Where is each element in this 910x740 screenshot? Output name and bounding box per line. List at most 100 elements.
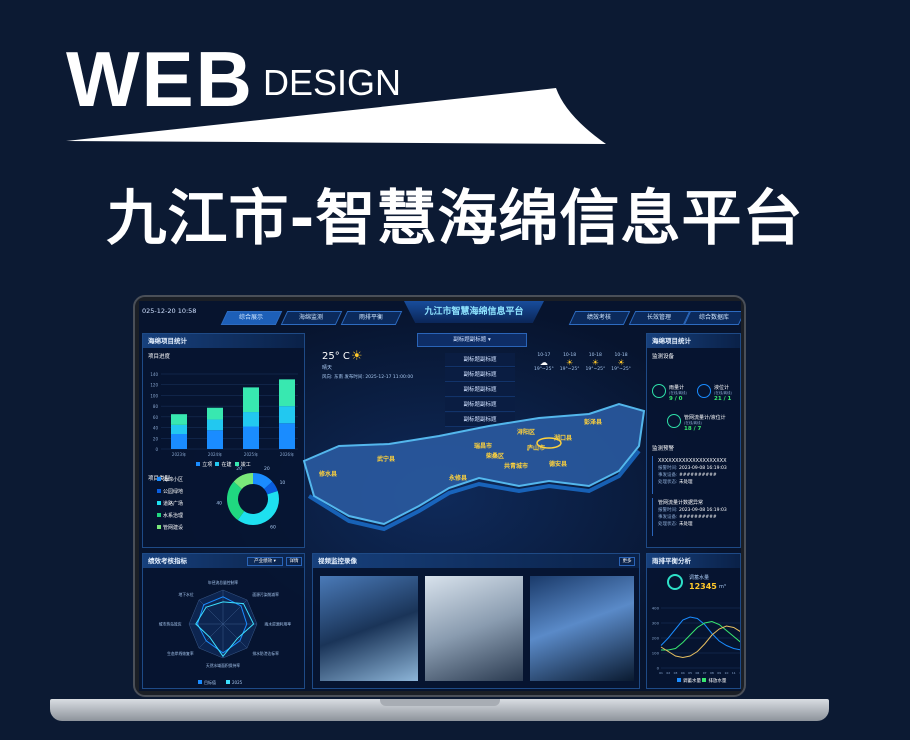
- radar-axis-label: 排水防涝达标率: [252, 651, 279, 656]
- line-legend: 调蓄水量 排放水量: [677, 678, 726, 684]
- y-tick-label: 0: [155, 447, 158, 452]
- video-panel: 视频监控录像 更多: [312, 553, 640, 689]
- swoosh-decoration: [66, 88, 606, 144]
- legend-swatch: [226, 680, 230, 684]
- dropdown-option[interactable]: 副标题副标题: [445, 368, 515, 382]
- line-chart: 0100200300400010203040506070809101112: [652, 606, 740, 675]
- panel-title: 海绵项目统计: [143, 334, 304, 348]
- donut-value-label: 10: [280, 480, 286, 486]
- radar-axis: [222, 623, 248, 649]
- map-label: 湖口县: [554, 435, 573, 442]
- donut-legend-item: 水系治理: [157, 510, 183, 522]
- tab-overview[interactable]: 综合展示: [220, 311, 283, 325]
- tab-database[interactable]: 综合数据库: [683, 311, 741, 325]
- region-dropdown[interactable]: 副标题副标题 ▾: [417, 333, 527, 347]
- legend-label: 调蓄水量: [683, 679, 701, 684]
- radar-axis-label: 天然水域面积保持率: [206, 663, 240, 668]
- bar-segment: [207, 430, 223, 449]
- forecast-day: 10-18☀19°~25°: [559, 353, 580, 372]
- legend-label: 在建: [221, 462, 232, 468]
- more-button[interactable]: 更多: [619, 557, 635, 566]
- device-stat: 液位计(在线/离线)21 / 1: [697, 384, 732, 402]
- panel-title: 雨排平衡分析: [647, 554, 740, 568]
- radar-axis: [198, 599, 224, 625]
- radar-axis-label: 生态岸线恢复率: [167, 651, 194, 656]
- map-label: 柴桑区: [486, 453, 505, 460]
- dropdown-option[interactable]: 副标题副标题: [445, 353, 515, 367]
- y-tick-label: 200: [652, 636, 660, 641]
- forecast-day: 10-18☀19°~25°: [585, 353, 606, 372]
- stat-label: 调蓄水量: [689, 575, 710, 581]
- dashboard-screen: 025-12-20 10:58 综合展示 海绵监测 雨排平衡 九江市智慧海绵信息…: [139, 301, 741, 691]
- radar-series: [195, 601, 255, 658]
- video-feed-1[interactable]: [320, 576, 418, 681]
- x-tick-label: 2023年: [172, 451, 186, 457]
- bar-segment: [279, 423, 295, 449]
- tab-monitoring[interactable]: 海绵监测: [280, 311, 343, 325]
- dropdown-option[interactable]: 副标题副标题: [445, 398, 515, 412]
- map-label: 修水县: [319, 471, 338, 478]
- y-tick-label: 300: [652, 621, 660, 626]
- laptop-base: [50, 699, 829, 721]
- device-icon: [697, 384, 711, 398]
- y-tick-label: 100: [150, 393, 158, 398]
- map-label: 德安县: [549, 461, 568, 468]
- datetime: 025-12-20 10:58: [142, 307, 197, 315]
- device-stats-panel: 海绵项目统计 监测设备 雨量计(在线/离线)9 / 0 液位计(在线/离线)21 …: [646, 333, 741, 548]
- line-series: [660, 616, 740, 651]
- dropdown-option[interactable]: 副标题副标题: [445, 413, 515, 427]
- legend-label: 排放水量: [708, 679, 727, 684]
- x-tick-label: 04: [681, 671, 685, 675]
- legend-label: 立项: [202, 462, 213, 468]
- x-tick-label: 2024年: [208, 451, 222, 457]
- video-feed-3[interactable]: [530, 576, 634, 681]
- weather-detail: 风向: 东南 发布时间: 2025-12-17 11:00:00: [322, 375, 414, 380]
- donut-value-label: 40: [216, 501, 222, 507]
- donut-legend: 海绵小区公园绿地道路广场水系治理管网建设: [157, 474, 183, 534]
- donut-slice: [237, 490, 279, 525]
- y-tick-label: 60: [153, 415, 159, 420]
- y-tick-label: 100: [652, 651, 660, 656]
- dropdown-option[interactable]: 副标题副标题: [445, 383, 515, 397]
- donut-legend-item: 管网建设: [157, 522, 183, 534]
- x-tick-label: 03: [674, 671, 678, 675]
- device-stat: 雨量计(在线/离线)9 / 0: [652, 384, 687, 402]
- donut-legend-item: 海绵小区: [157, 474, 183, 486]
- indicator-select[interactable]: 产业绩效 ▾: [247, 557, 283, 566]
- bar-segment: [171, 424, 187, 434]
- legend-label: 竣工: [240, 462, 251, 468]
- bar-segment: [207, 419, 223, 431]
- donut-value-label: 20: [236, 466, 242, 472]
- line-series: [661, 620, 740, 651]
- y-tick-label: 400: [652, 606, 660, 611]
- poster-design-heading: DESIGN: [263, 62, 402, 103]
- y-tick-label: 140: [150, 372, 158, 377]
- x-tick-label: 01: [659, 671, 663, 675]
- bar-segment: [171, 414, 187, 425]
- tab-balance[interactable]: 雨排平衡: [340, 311, 403, 325]
- x-tick-label: 02: [666, 671, 670, 675]
- line-series: [660, 625, 740, 659]
- x-tick-label: 2025年: [244, 451, 258, 457]
- section-label: 监测预警: [652, 446, 675, 452]
- tab-performance[interactable]: 绩效考核: [568, 311, 631, 325]
- details-button[interactable]: 详情: [286, 557, 302, 566]
- sun-icon: ☀: [617, 358, 625, 367]
- x-tick-label: 11: [732, 671, 736, 675]
- donut-slice: [253, 473, 273, 489]
- section-label: 监测设备: [652, 354, 675, 360]
- x-tick-label: 08: [710, 671, 714, 675]
- map-label: 彭泽县: [584, 419, 603, 426]
- radar-axis: [198, 623, 224, 649]
- forecast-day: 10-18☀19°~25°: [611, 353, 631, 372]
- tab-management[interactable]: 长效管理: [628, 311, 691, 325]
- panel-title: 海绵项目统计: [647, 334, 740, 348]
- section-label: 项目进度: [148, 354, 171, 360]
- donut-legend-item: 公园绿地: [157, 486, 183, 498]
- video-feed-2[interactable]: [425, 576, 523, 681]
